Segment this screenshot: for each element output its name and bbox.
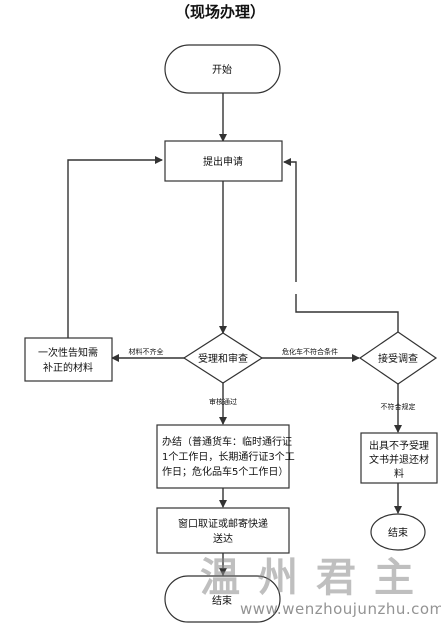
- investigate-decision: [358, 331, 438, 385]
- notify-supplement-node: [24, 337, 113, 382]
- review-label: 受理和审查: [198, 352, 248, 365]
- process-line-1: 办结（普通货车：临时通行证: [162, 435, 292, 448]
- submit-label: 提出申请: [203, 155, 243, 168]
- end-left-label: 结束: [212, 594, 232, 607]
- edge-notify-to-submit: [67, 156, 163, 338]
- end-right-label: 结束: [388, 526, 408, 539]
- end-node-left: [164, 575, 281, 623]
- edge-investigate-loop-b: [283, 158, 297, 282]
- diagram-title: （现场办理）: [175, 3, 265, 21]
- pickup-node: [156, 507, 290, 554]
- edge-label-incomplete: 材料不齐全: [129, 347, 164, 356]
- process-line-3: 作日；危化品车5个工作日）: [162, 465, 288, 478]
- reject-line-2: 文书并退还材: [369, 453, 429, 466]
- start-label: 开始: [212, 63, 232, 76]
- submit-node: [164, 140, 283, 182]
- edge-label-approved: 审核通过: [209, 397, 237, 406]
- watermark-text: 温州君主: [200, 554, 432, 601]
- edge-label-hazmat-fail: 危化车不符合条件: [282, 347, 338, 356]
- process-node: [156, 424, 290, 489]
- investigate-label: 接受调查: [378, 352, 418, 365]
- reject-line-1: 出具不予受理: [369, 439, 429, 452]
- pickup-line-1: 窗口取证或邮寄快递: [178, 517, 268, 530]
- edge-label-non-compliant: 不符合规定: [381, 402, 416, 411]
- edge-investigate-loop-a: [295, 294, 399, 332]
- process-line-2: 1个工作日，长期通行证3个工: [162, 450, 295, 463]
- reject-node: [360, 432, 438, 484]
- end-node-right: [370, 513, 426, 551]
- notify-line-2: 补正的材料: [43, 361, 93, 374]
- pickup-line-2: 送达: [213, 532, 233, 545]
- notify-line-1: 一次性告知需: [38, 346, 98, 359]
- reject-line-3: 料: [394, 467, 404, 480]
- start-node: [164, 44, 281, 94]
- watermark-url: www.wenzhoujunzhu.com: [240, 600, 441, 618]
- review-decision: [182, 332, 264, 384]
